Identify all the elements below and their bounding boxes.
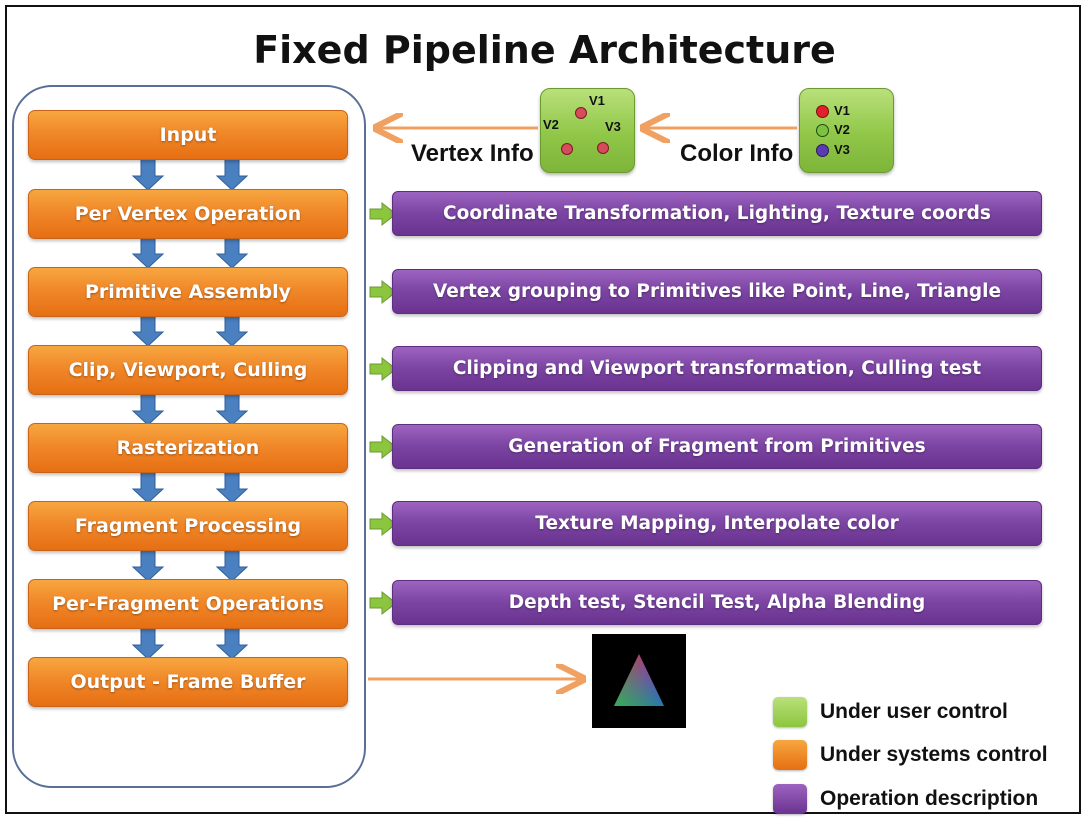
pipeline-container xyxy=(12,85,366,788)
stage-primitive-assembly: Primitive Assembly xyxy=(28,267,348,317)
vertex-v1-dot xyxy=(575,107,587,119)
down-arrow xyxy=(215,234,249,269)
diagram-title: Fixed Pipeline Architecture xyxy=(253,28,836,72)
triangle-icon xyxy=(614,654,664,706)
down-arrow xyxy=(131,312,165,347)
vertex-v2-label: V2 xyxy=(543,117,559,132)
desc-rasterization: Generation of Fragment from Primitives xyxy=(392,424,1042,469)
vertex-v1-label: V1 xyxy=(589,93,605,108)
stage-per-vertex-operation: Per Vertex Operation xyxy=(28,189,348,239)
stage-fragment-processing: Fragment Processing xyxy=(28,501,348,551)
color-v2-label: V2 xyxy=(834,122,850,137)
diagram-frame xyxy=(5,5,1081,814)
legend-operation-swatch xyxy=(773,784,807,814)
vertex-info-label: Vertex Info xyxy=(411,140,534,167)
down-arrow xyxy=(131,625,165,660)
desc-clip-viewport-culling: Clipping and Viewport transformation, Cu… xyxy=(392,346,1042,391)
legend-user-label: Under user control xyxy=(820,700,1008,723)
right-arrow xyxy=(369,279,397,305)
down-arrow xyxy=(131,156,165,191)
color-v3-label: V3 xyxy=(834,142,850,157)
right-arrow xyxy=(369,434,397,460)
desc-fragment-processing: Texture Mapping, Interpolate color xyxy=(392,501,1042,546)
down-arrows xyxy=(131,156,249,660)
down-arrow xyxy=(131,391,165,426)
desc-per-fragment-operations: Depth test, Stencil Test, Alpha Blending xyxy=(392,580,1042,625)
down-arrow xyxy=(215,156,249,191)
down-arrow xyxy=(215,391,249,426)
color-v1-dot xyxy=(816,105,829,118)
legend-system-swatch xyxy=(773,740,807,770)
legend-operation-label: Operation description xyxy=(820,787,1039,810)
stage-output-frame-buffer: Output - Frame Buffer xyxy=(28,657,348,707)
right-arrow xyxy=(369,590,397,616)
down-arrow xyxy=(215,547,249,582)
legend-system-label: Under systems control xyxy=(820,743,1048,766)
down-arrow xyxy=(215,312,249,347)
vertex-v3-label: V3 xyxy=(605,119,621,134)
vertex-v2-dot xyxy=(561,143,573,155)
stage-input: Input xyxy=(28,110,348,160)
color-v2-dot xyxy=(816,124,829,137)
desc-per-vertex-operation: Coordinate Transformation, Lighting, Tex… xyxy=(392,191,1042,236)
desc-primitive-assembly: Vertex grouping to Primitives like Point… xyxy=(392,269,1042,314)
down-arrow xyxy=(215,625,249,660)
stage-rasterization: Rasterization xyxy=(28,423,348,473)
vertex-info-box: V1 V2 V3 xyxy=(540,88,635,173)
down-arrow xyxy=(131,547,165,582)
side-arrows xyxy=(369,201,397,616)
color-v1-label: V1 xyxy=(834,103,850,118)
color-v3-dot xyxy=(816,144,829,157)
legend-user-swatch xyxy=(773,697,807,727)
right-arrow xyxy=(369,356,397,382)
vertex-v3-dot xyxy=(597,142,609,154)
down-arrow xyxy=(131,234,165,269)
stage-clip-viewport-culling: Clip, Viewport, Culling xyxy=(28,345,348,395)
color-info-box: V1 V2 V3 xyxy=(799,88,894,173)
right-arrow xyxy=(369,511,397,537)
color-info-label: Color Info xyxy=(680,140,794,167)
stage-per-fragment-operations: Per-Fragment Operations xyxy=(28,579,348,629)
down-arrow xyxy=(131,469,165,504)
right-arrow xyxy=(369,201,397,227)
rendered-triangle-image xyxy=(592,634,686,728)
down-arrow xyxy=(215,469,249,504)
